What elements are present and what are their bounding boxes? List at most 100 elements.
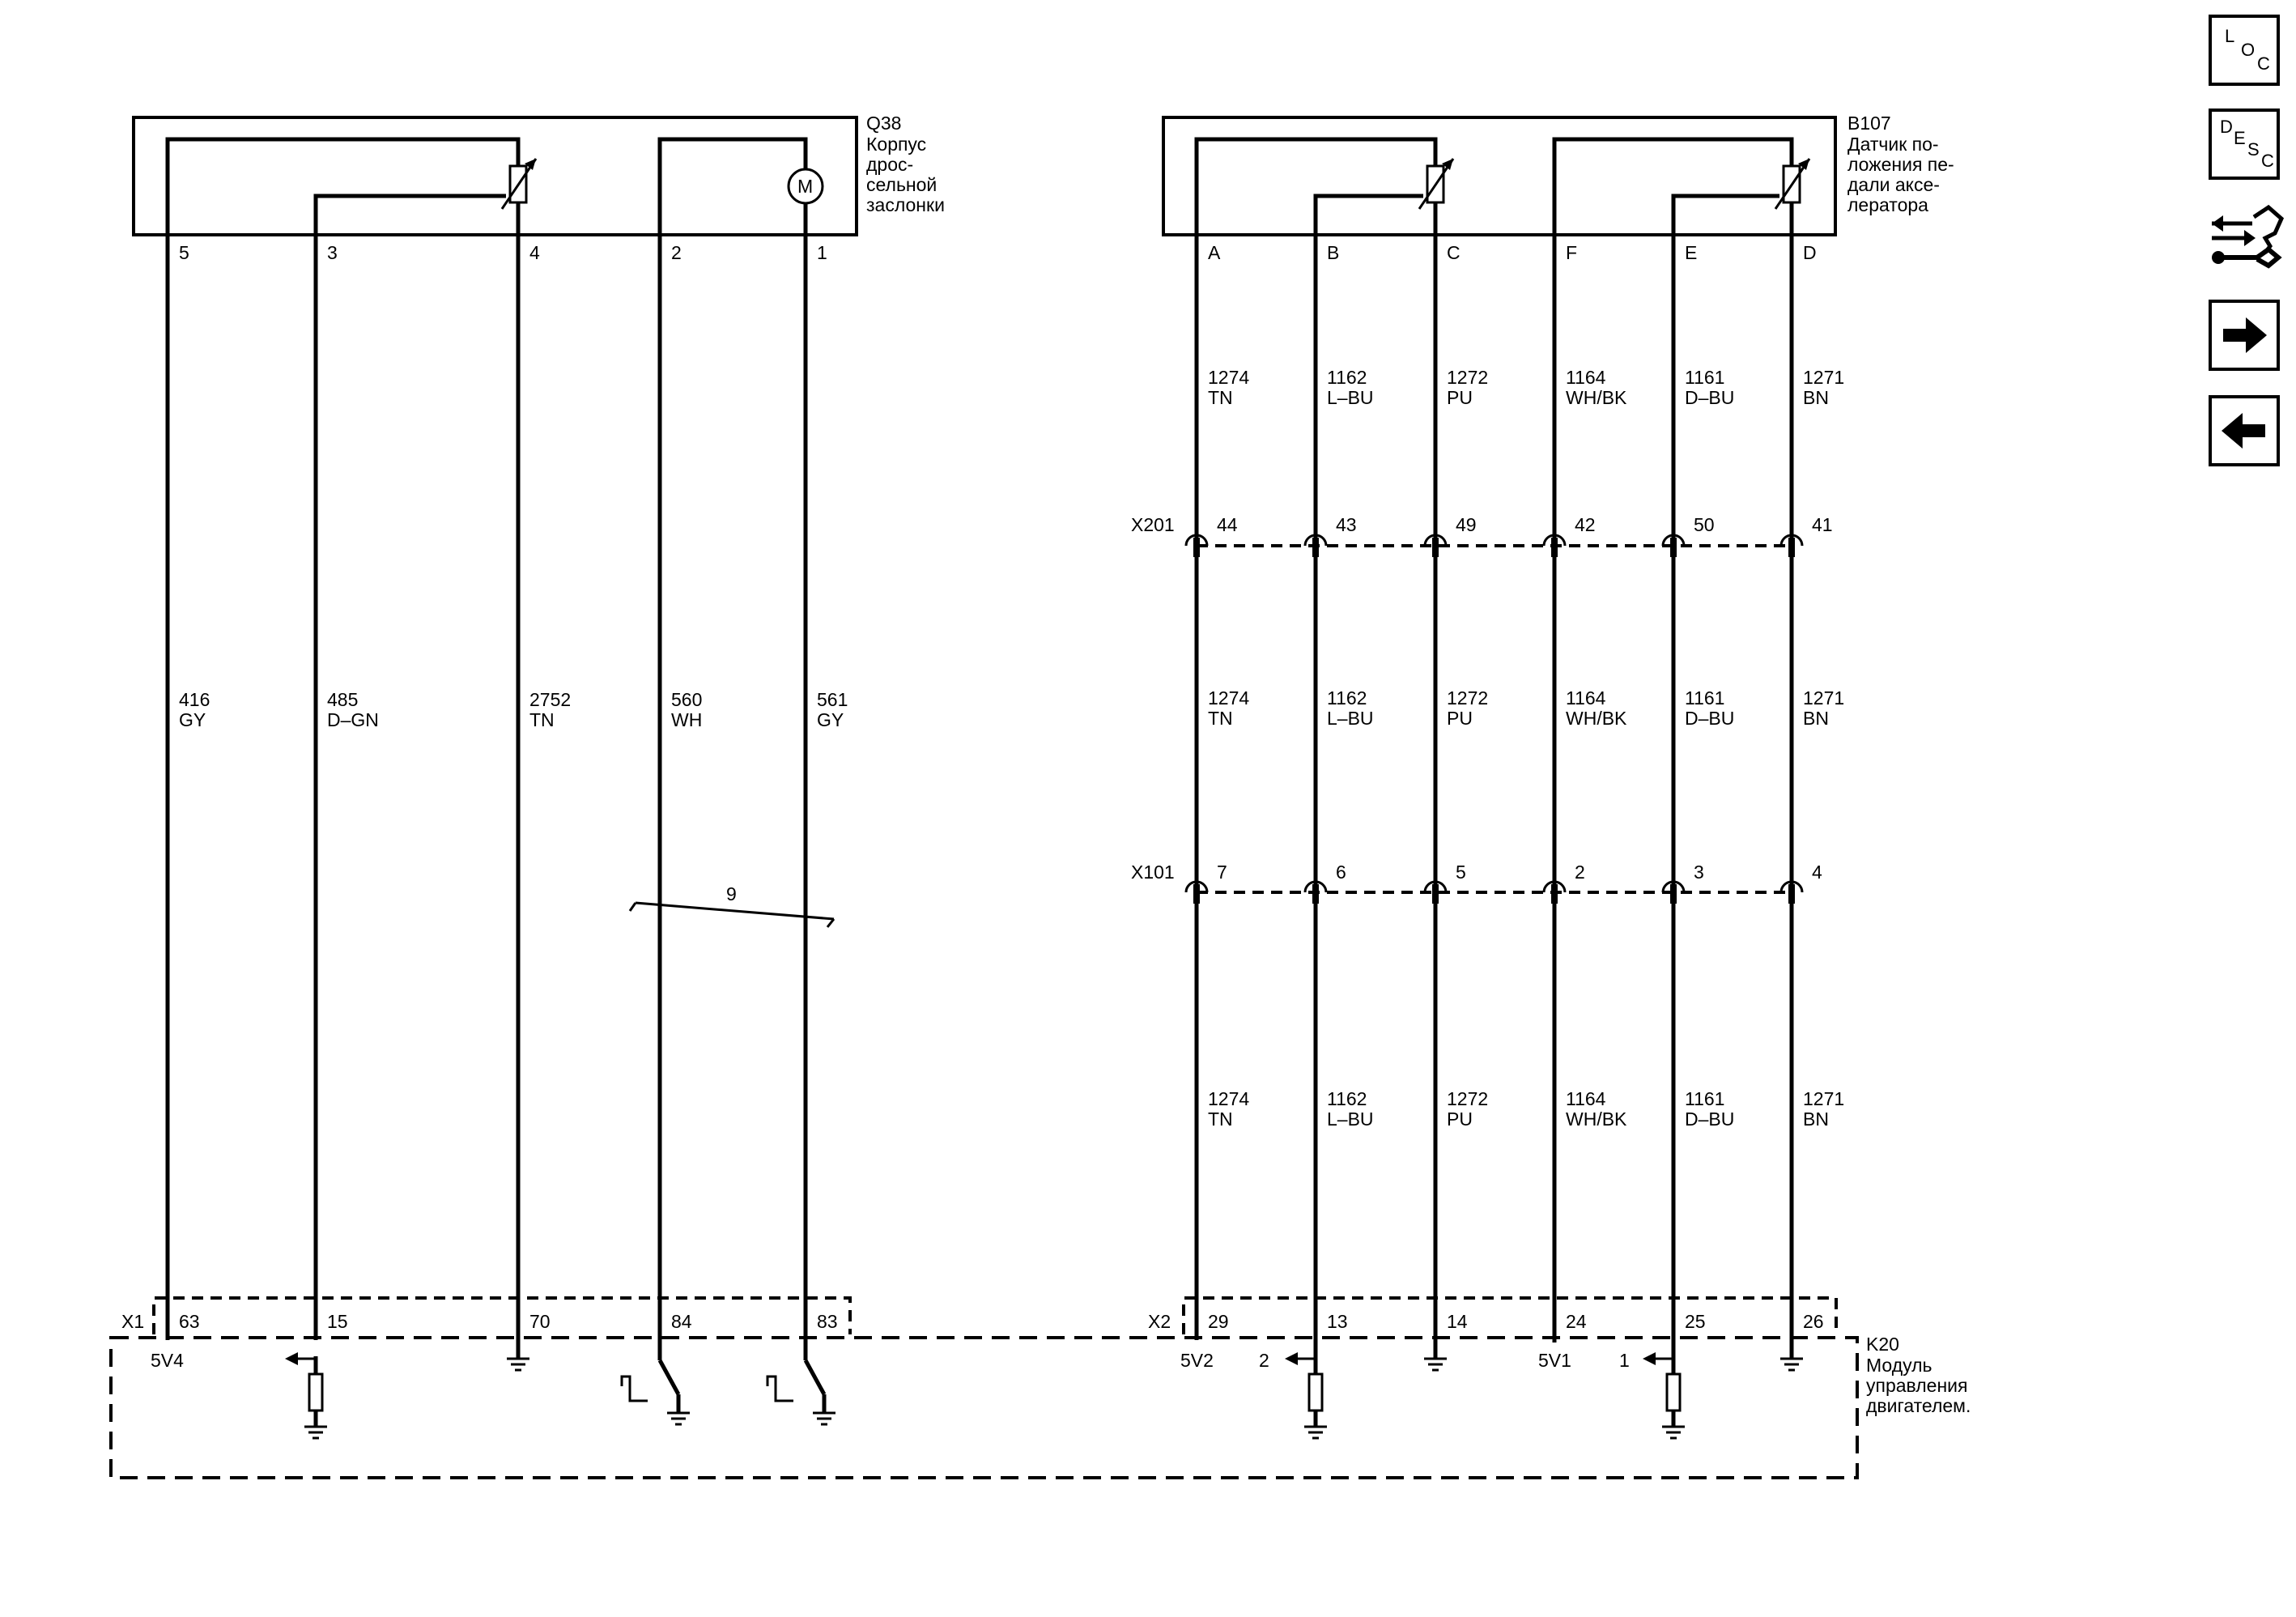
q38-pin-number: 4 [529,242,540,263]
ecm-pin-number: 15 [327,1311,348,1332]
q38-name-1: Корпус [866,134,926,155]
circuit-number: 1161 [1685,1088,1724,1109]
wrench-arrows-icon [2212,204,2285,269]
ecm-pin-number: 83 [817,1311,838,1332]
wire-color: WH/BK [1566,387,1627,408]
x201-pin-number: 49 [1456,514,1477,535]
x201-label: X201 [1131,514,1175,535]
wire-color: PU [1447,387,1473,408]
ecm-pull-resistor-15 [285,1352,327,1440]
previous-page-button[interactable] [2209,395,2280,466]
connector-icon [1303,534,1328,547]
ecm-switch-84 [620,1340,690,1426]
k20-name-1: Модуль [1866,1355,1932,1376]
q38-name-2: дрос- [866,154,913,175]
location-button[interactable]: L O C [2209,15,2280,86]
k20-name-2: управления [1866,1375,1967,1396]
twisted-pair-marker [635,901,835,921]
loc-letter-1: L [2225,26,2235,46]
circuit-number: 1162 [1327,687,1367,709]
desc-letter-1: D [2220,117,2233,137]
ecm-pin-number: 70 [529,1311,551,1332]
connector-pin [1432,884,1439,904]
motor-icon: M [787,168,824,205]
q38-pin-number: 3 [327,242,338,263]
q38-internal-motor [657,137,808,257]
x201-pin-number: 50 [1694,514,1715,535]
circuit-number: 1162 [1327,1088,1367,1109]
wire-color: BN [1803,387,1829,408]
connector-pin [1193,538,1200,557]
ecm-pin-number: 26 [1803,1311,1824,1332]
wire-color: TN [529,709,555,730]
throttle-harness: 5416GY633485D–GN1542752TN702560WH841561G… [165,235,848,1340]
ground-icon [1780,1340,1803,1372]
x101-pin-number: 3 [1694,862,1704,883]
circuit-number: 1271 [1803,1088,1844,1109]
q38-pin-number: 5 [179,242,189,263]
k20-name-3: двигателем. [1866,1395,1971,1416]
ground-icon [304,1425,327,1440]
ground-icon [813,1411,835,1426]
ecm-pin-number: 24 [1566,1311,1587,1332]
connector-pin [1788,884,1795,904]
wire-color: TN [1208,387,1233,408]
b107-pin-letter: D [1803,242,1817,263]
connector-icon [1542,534,1567,547]
q38-pin-number: 2 [671,242,682,263]
connector-icon [1779,880,1804,893]
connector-pin [1193,884,1200,904]
next-page-button[interactable] [2209,300,2280,371]
x101-pin-number: 5 [1456,862,1466,883]
b107-pin-letter: A [1208,242,1221,263]
ecm-pin-number: 13 [1327,1311,1348,1332]
variable-resistor-icon [500,158,538,210]
description-button[interactable]: D E S C [2209,109,2280,180]
wire-color: L–BU [1327,387,1374,408]
b107-id: B107 [1847,113,1891,134]
variable-resistor-icon [1418,158,1455,210]
wire-color: TN [1208,1108,1233,1130]
q38-pin-number: 1 [817,242,827,263]
circuit-number: 1162 [1327,367,1367,388]
x2-label: X2 [1148,1311,1171,1332]
ecm-pin-number: 29 [1208,1311,1229,1332]
desc-letter-2: E [2234,128,2246,148]
x1-connector-outline [152,1296,852,1334]
q38-internal-wiper [313,194,506,257]
b107-pin-letter: E [1685,242,1697,263]
connector-icon [1184,880,1209,893]
ecm-switch-83 [766,1340,835,1426]
connector-pin [1551,538,1558,557]
ecm-pull-resistor-13 [1285,1340,1327,1440]
circuit-number: 1164 [1566,367,1606,388]
x201-pin-number: 44 [1217,514,1238,535]
connector-icon [1184,534,1209,547]
circuit-number: 560 [671,689,702,710]
circuit-number: 2752 [529,689,571,710]
wire-color: D–BU [1685,708,1734,729]
ecm-pin-number: 14 [1447,1311,1468,1332]
circuit-number: 1161 [1685,367,1724,388]
ecm-5v1-label: 5V1 [1538,1350,1571,1371]
wire-color: GY [817,709,844,730]
ecm-pin-number: 84 [671,1311,692,1332]
circuit-number: 1164 [1566,1088,1606,1109]
connector-service-button[interactable] [2209,201,2286,274]
connector-icon [1303,880,1328,893]
circuit-number: 485 [327,689,358,710]
x101-pin-number: 6 [1336,862,1346,883]
b107-pin-letter: B [1327,242,1339,263]
ecm-signal-2-label: 2 [1259,1350,1269,1371]
connector-icon [1423,534,1448,547]
ground-icon [667,1411,690,1426]
wire-color: PU [1447,708,1473,729]
connector-icon [1423,880,1448,893]
